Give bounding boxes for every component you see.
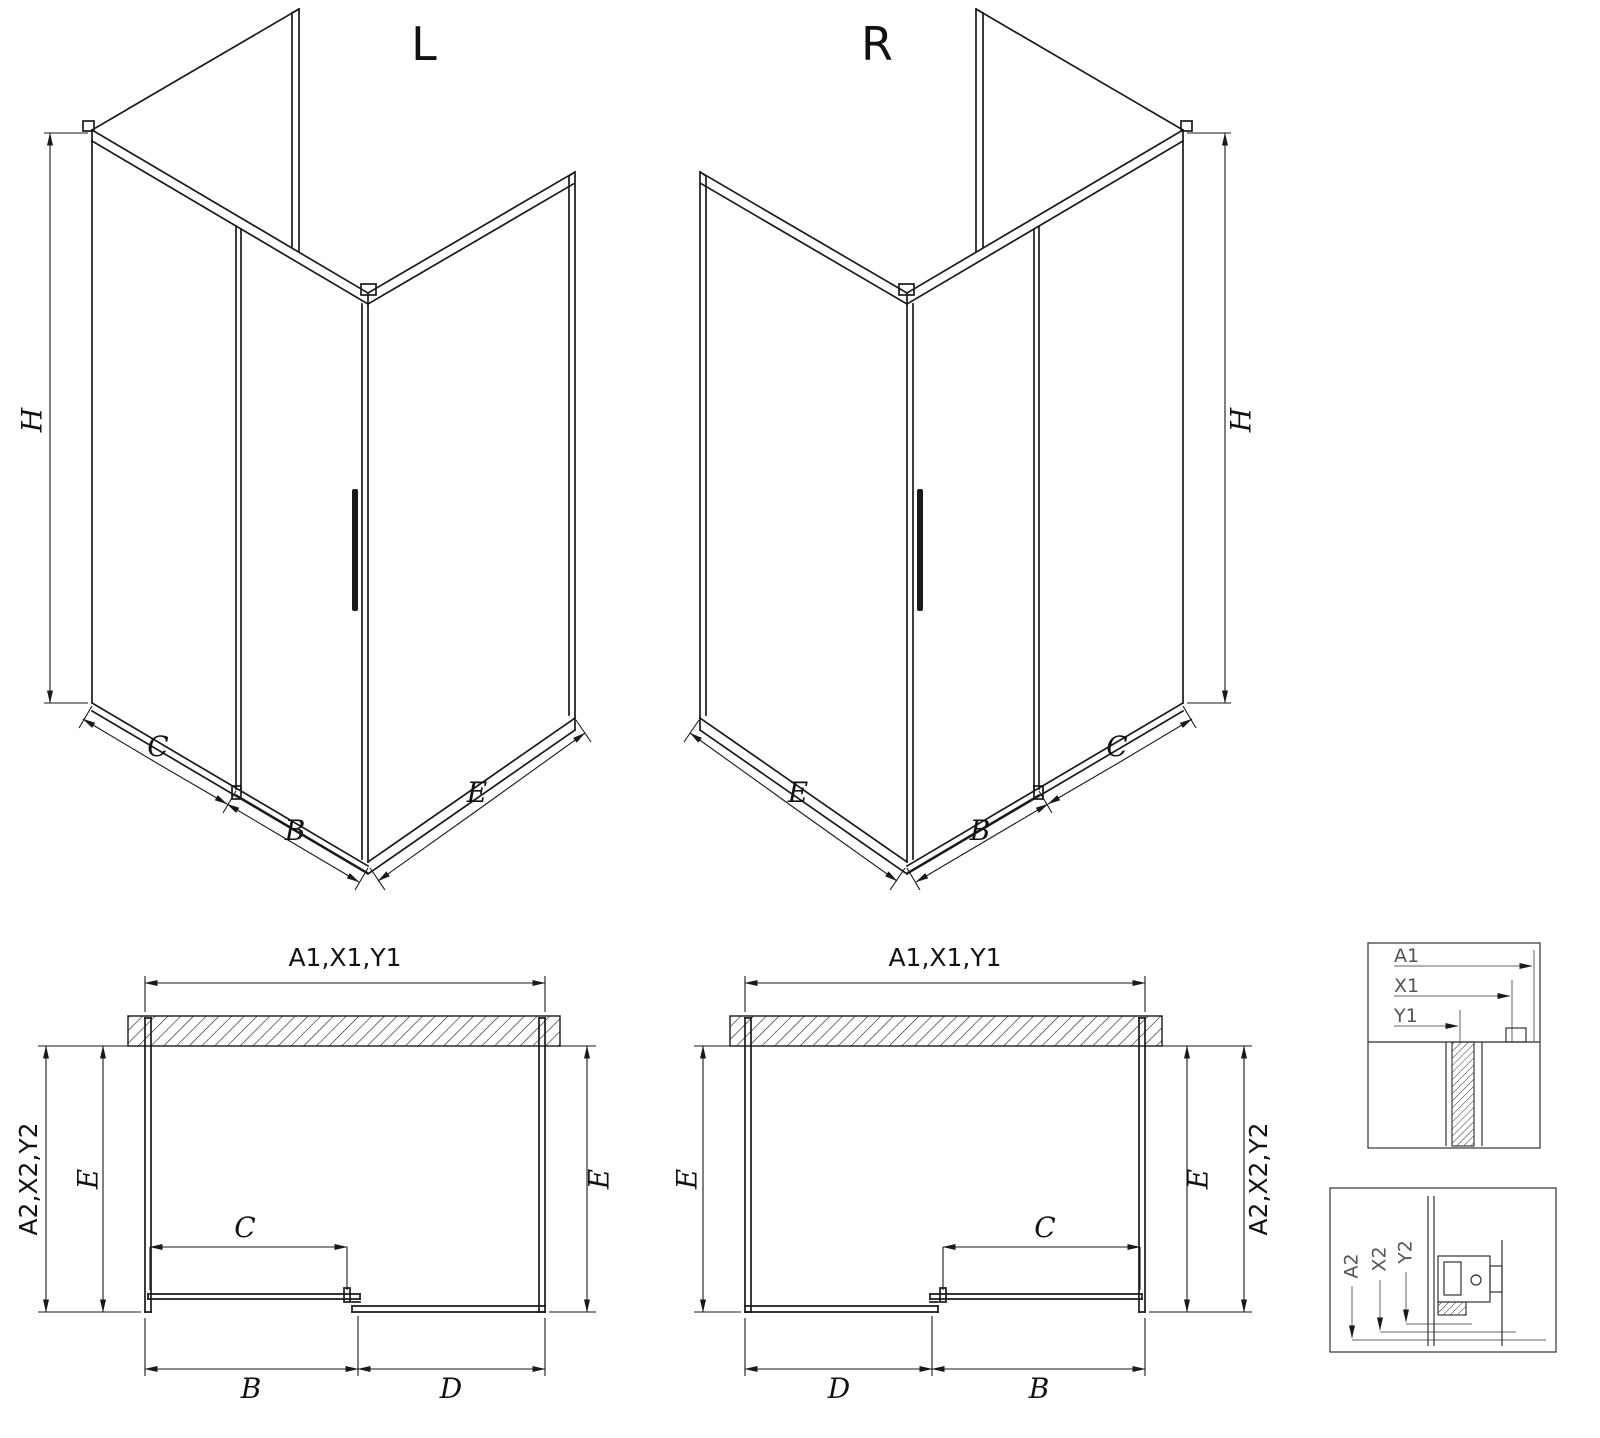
wall-clamp-section xyxy=(1489,1265,1503,1293)
iso-view-left: L H C B E xyxy=(16,9,592,890)
plan-left-dim-d-label: D xyxy=(439,1372,462,1405)
detail-bottom: A2 X2 Y2 xyxy=(1329,1187,1557,1353)
plan-right-dim-d-label: D xyxy=(827,1372,850,1405)
plan-left-dim-e-inner-label: E xyxy=(72,1169,105,1190)
detail-bottom-label-y2: Y2 xyxy=(1395,1240,1417,1265)
detail-top-frame xyxy=(1367,942,1541,1149)
plan-view-right: A1,X1,Y1 E E A2,X2,Y2 C D B xyxy=(671,943,1274,1405)
seal-section-hatched xyxy=(1437,1301,1467,1316)
detail-bottom-frame xyxy=(1329,1187,1557,1353)
iso-left-dim-c-label: C xyxy=(147,730,168,763)
plan-left-dim-c-label: C xyxy=(234,1211,255,1244)
iso-right-dim-e-label: E xyxy=(787,776,808,809)
iso-left-title: L xyxy=(411,17,437,71)
plan-left-dim-top-label: A1,X1,Y1 xyxy=(288,943,401,972)
plan-left-dim-e-right-label: E xyxy=(583,1169,616,1190)
wall-section-hatched xyxy=(127,1015,561,1047)
wall-profile-section xyxy=(1505,1027,1527,1043)
iso-right-dim-h-label: H xyxy=(1225,407,1258,433)
iso-right-dim-b-label: B xyxy=(969,814,991,847)
iso-left-dim-b-label: B xyxy=(284,814,306,847)
iso-left-geometry xyxy=(44,9,591,890)
iso-right-geometry xyxy=(684,9,1231,890)
iso-left-dim-h-label: H xyxy=(16,407,49,433)
plan-right-dim-side-outer-label: A2,X2,Y2 xyxy=(1244,1122,1273,1235)
iso-right-dim-c-label: C xyxy=(1106,730,1127,763)
plan-right-dim-e-inner-label: E xyxy=(1182,1169,1215,1190)
iso-left-dim-e-label: E xyxy=(466,776,487,809)
detail-top-label-x1: X1 xyxy=(1394,975,1419,997)
plan-left-dim-side-outer-label: A2,X2,Y2 xyxy=(14,1122,43,1235)
detail-top-label-y1: Y1 xyxy=(1393,1005,1418,1027)
detail-bottom-label-a2: A2 xyxy=(1341,1253,1363,1278)
plan-right-dim-top-label: A1,X1,Y1 xyxy=(888,943,1001,972)
plan-right-dim-c-label: C xyxy=(1034,1211,1055,1244)
plan-view-left: A1,X1,Y1 A2,X2,Y2 E E C B D xyxy=(14,943,616,1405)
iso-right-title: R xyxy=(861,17,893,71)
plan-left-dim-b-label: B xyxy=(240,1372,262,1405)
plan-right-dim-b-label: B xyxy=(1028,1372,1050,1405)
detail-top: A1 X1 Y1 xyxy=(1367,942,1541,1149)
wall-section-hatched xyxy=(729,1015,1163,1047)
bracket-inner xyxy=(1443,1261,1462,1296)
glass-section-hatched xyxy=(1451,1041,1475,1147)
roller-wheel xyxy=(1470,1274,1482,1286)
plan-right-dim-e-left-label: E xyxy=(671,1169,704,1190)
iso-view-right: R H C B E xyxy=(684,9,1258,890)
detail-top-label-a1: A1 xyxy=(1394,945,1419,967)
detail-bottom-label-x2: X2 xyxy=(1369,1246,1391,1271)
